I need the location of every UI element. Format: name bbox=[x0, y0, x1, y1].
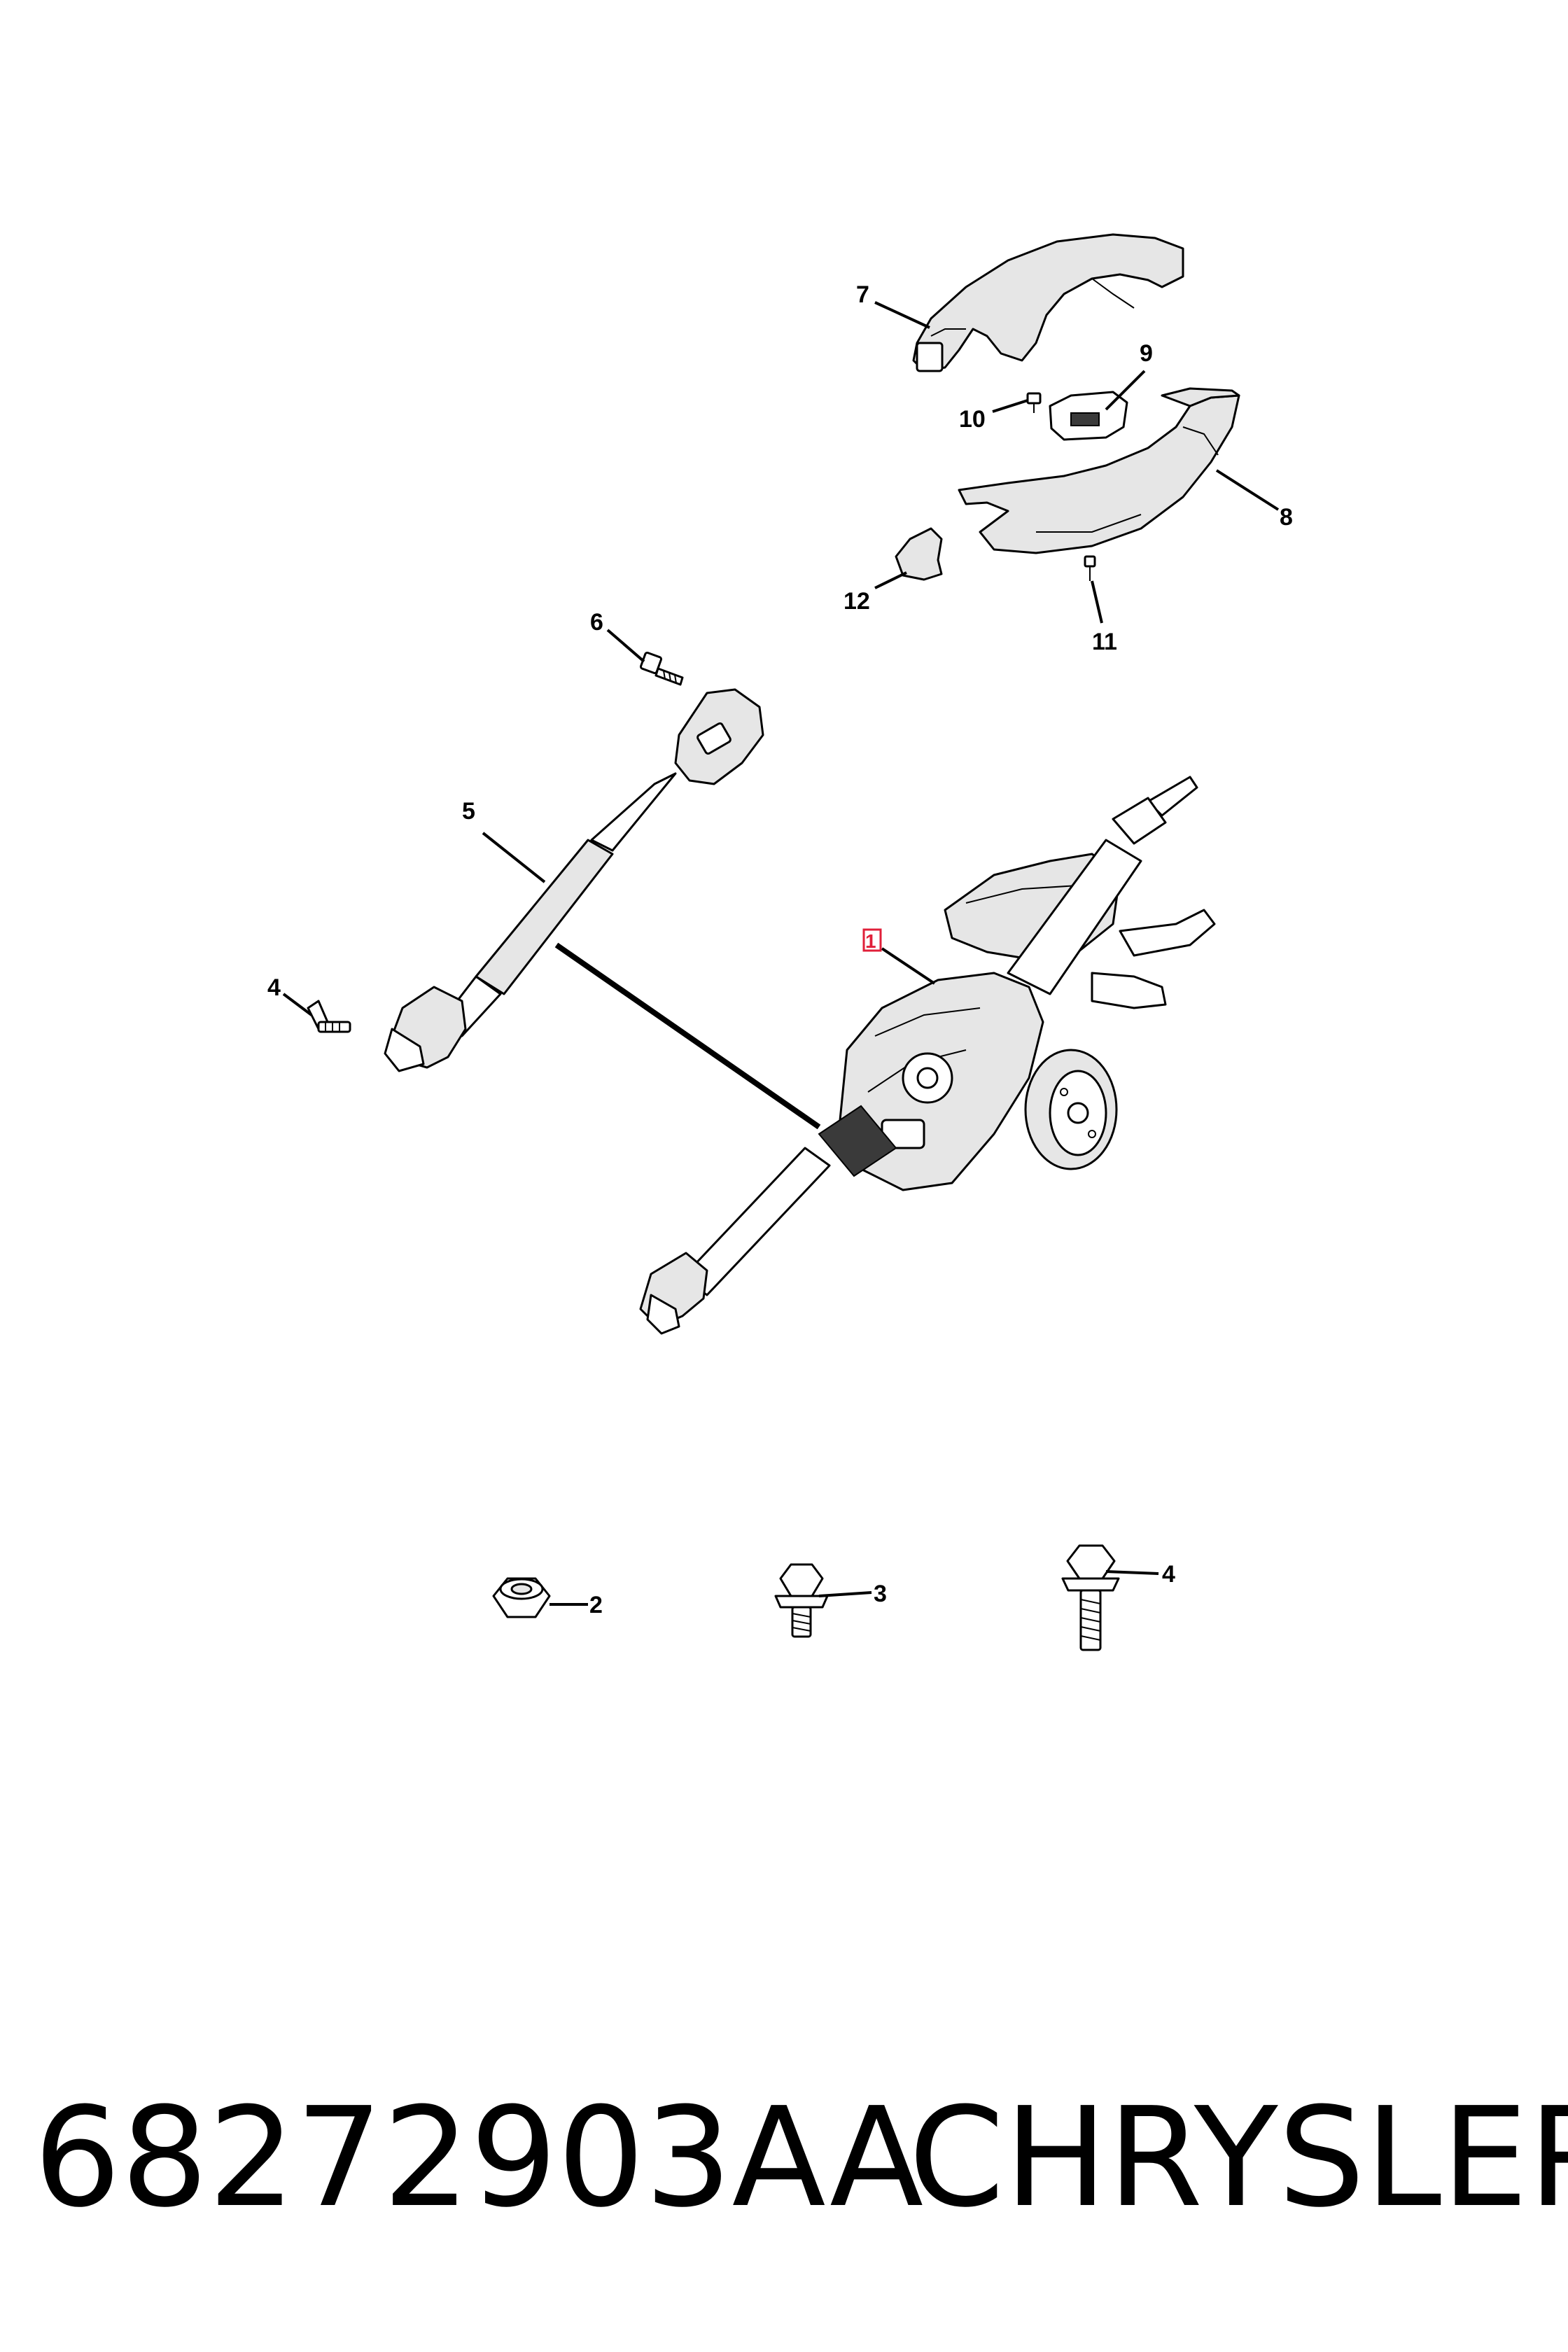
part-number-text: 68272903AA bbox=[34, 2078, 924, 2238]
callout-12: 12 bbox=[844, 588, 870, 615]
callout-4-upper: 4 bbox=[267, 974, 281, 1001]
leader-1 bbox=[881, 947, 936, 985]
lower-shroud-part bbox=[958, 387, 1240, 554]
callout-8: 8 bbox=[1280, 504, 1293, 531]
upper-shroud-part bbox=[912, 233, 1184, 372]
callout-1: 1 bbox=[865, 930, 876, 952]
intermediate-shaft-part bbox=[384, 688, 764, 1072]
bolt-4-lower-part bbox=[1061, 1544, 1120, 1651]
small-screw-11-part bbox=[1084, 555, 1096, 581]
leader-11 bbox=[1091, 580, 1103, 624]
nut-2-part bbox=[492, 1577, 551, 1618]
leader-4-upper bbox=[282, 993, 313, 1016]
bracket-clip-part bbox=[1049, 391, 1128, 441]
callout-5: 5 bbox=[462, 798, 475, 825]
callout-7: 7 bbox=[856, 281, 869, 308]
callout-2: 2 bbox=[589, 1592, 603, 1618]
callout-3: 3 bbox=[874, 1581, 887, 1607]
leader-6 bbox=[606, 629, 645, 663]
small-screw-10-part bbox=[1026, 392, 1042, 413]
callout-11: 11 bbox=[1092, 629, 1117, 655]
leader-7 bbox=[874, 301, 930, 329]
leader-10 bbox=[992, 399, 1028, 413]
steering-column-assembly-part bbox=[639, 776, 1216, 1335]
callout-10: 10 bbox=[959, 406, 986, 433]
bolt-6-part bbox=[639, 651, 684, 686]
bolt-3-part bbox=[774, 1563, 829, 1638]
leader-5 bbox=[482, 832, 546, 883]
callout-1-highlight: 1 bbox=[862, 928, 882, 952]
callout-9: 9 bbox=[1140, 340, 1153, 367]
bolt-4-upper-part bbox=[307, 1000, 351, 1033]
leader-4-lower bbox=[1105, 1570, 1159, 1575]
brand-name-text: CHRYSLER bbox=[909, 2078, 1568, 2238]
leader-9 bbox=[1105, 370, 1146, 411]
leader-3 bbox=[818, 1591, 872, 1597]
assembly-pointer-line bbox=[554, 942, 821, 1130]
leader-12 bbox=[874, 571, 907, 589]
leader-8 bbox=[1215, 469, 1280, 511]
trim-cover-12-part bbox=[895, 527, 943, 581]
callout-4-lower: 4 bbox=[1162, 1561, 1175, 1588]
callout-6: 6 bbox=[590, 609, 603, 636]
